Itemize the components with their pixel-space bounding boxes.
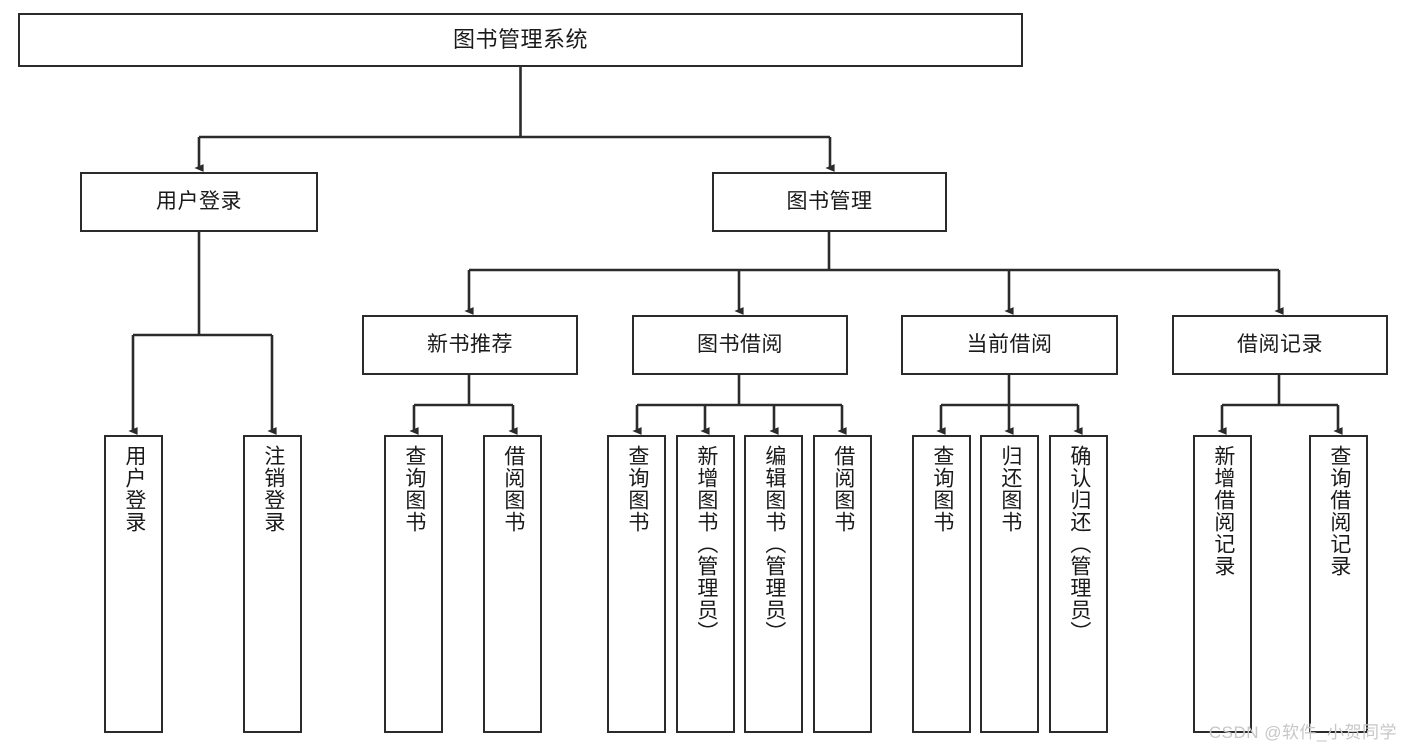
node-label: 用户登录 [122, 445, 146, 533]
leaf-borrow-query-books[interactable]: 查询图书 [607, 435, 666, 733]
node-label: 查询借阅记录 [1327, 445, 1351, 577]
node-borrowing-records[interactable]: 借阅记录 [1172, 315, 1388, 375]
node-label: 图书管理 [786, 189, 873, 213]
leaf-logout[interactable]: 注销登录 [243, 435, 302, 733]
leaf-new-book-query-books[interactable]: 查询图书 [384, 435, 443, 733]
node-root-book-management-system[interactable]: 图书管理系统 [18, 13, 1023, 67]
leaf-borrow-edit-book-admin[interactable]: 编辑图书（管理员） [744, 435, 803, 733]
node-label: 新书推荐 [427, 332, 513, 356]
node-label: 新增图书（管理员） [694, 445, 718, 643]
leaf-new-book-borrow-books[interactable]: 借阅图书 [483, 435, 542, 733]
leaf-current-query-books[interactable]: 查询图书 [912, 435, 971, 733]
node-label: 编辑图书（管理员） [762, 445, 786, 643]
leaf-current-return-books[interactable]: 归还图书 [980, 435, 1039, 733]
node-book-borrowing[interactable]: 图书借阅 [632, 315, 848, 375]
leaf-borrow-add-book-admin[interactable]: 新增图书（管理员） [676, 435, 735, 733]
node-label: 确认归还（管理员） [1067, 445, 1091, 643]
leaf-record-add-borrow-record[interactable]: 新增借阅记录 [1193, 435, 1252, 733]
leaf-current-confirm-return-admin[interactable]: 确认归还（管理员） [1049, 435, 1108, 733]
node-label: 归还图书 [998, 445, 1022, 533]
node-book-management[interactable]: 图书管理 [712, 172, 947, 232]
node-label: 借阅图书 [501, 445, 525, 533]
leaf-borrow-borrow-books[interactable]: 借阅图书 [813, 435, 872, 733]
node-label: 借阅图书 [831, 445, 855, 533]
node-label: 注销登录 [261, 445, 285, 533]
node-label: 用户登录 [156, 189, 242, 213]
node-label: 当前借阅 [966, 332, 1053, 356]
node-label: 图书借阅 [697, 332, 783, 356]
node-current-borrowing[interactable]: 当前借阅 [901, 315, 1118, 375]
node-label: 借阅记录 [1237, 332, 1323, 356]
leaf-user-login[interactable]: 用户登录 [104, 435, 163, 733]
leaf-record-query-borrow-record[interactable]: 查询借阅记录 [1309, 435, 1368, 733]
csdn-watermark: CSDN @软件_小贺同学 [1208, 723, 1397, 742]
node-user-login[interactable]: 用户登录 [80, 172, 318, 232]
node-new-book-recommendation[interactable]: 新书推荐 [362, 315, 578, 375]
node-label: 查询图书 [930, 445, 954, 533]
node-label: 查询图书 [625, 445, 649, 533]
node-label: 查询图书 [402, 445, 426, 533]
node-label: 图书管理系统 [452, 27, 588, 53]
node-label: 新增借阅记录 [1211, 445, 1235, 577]
